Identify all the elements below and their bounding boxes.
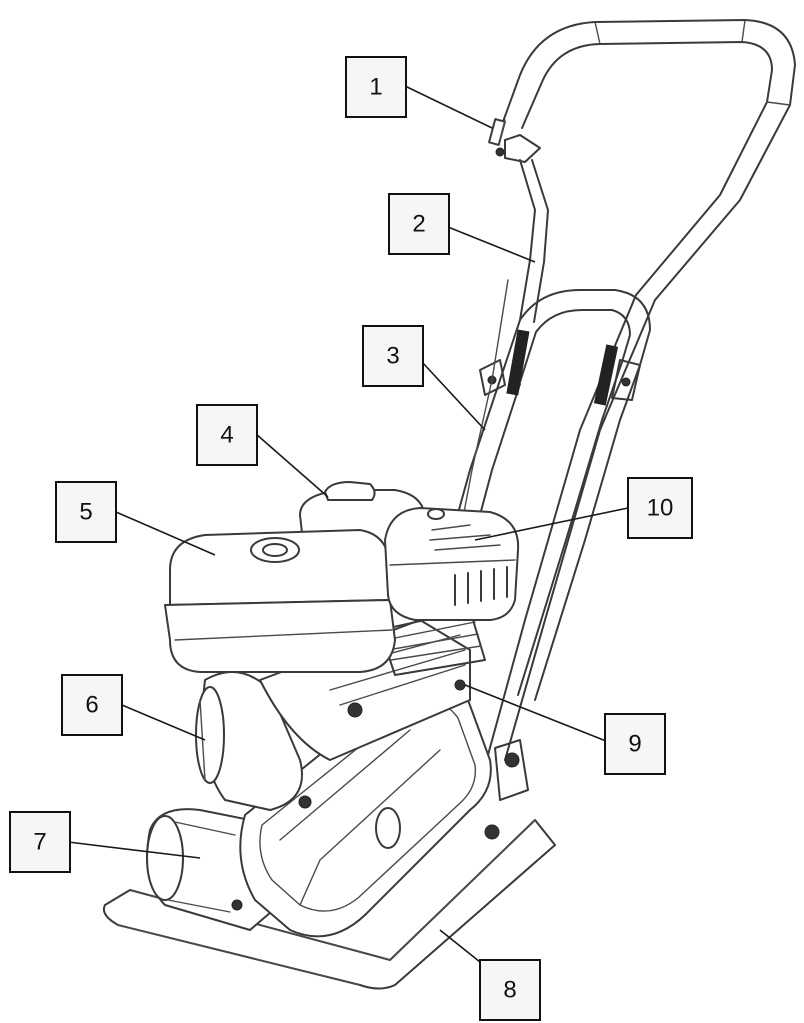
callout-4: 4	[196, 404, 258, 466]
leader-10	[474, 507, 629, 541]
callout-10: 10	[627, 477, 693, 539]
handle-frame	[444, 19, 796, 761]
callout-6-label: 6	[85, 692, 98, 719]
leader-7	[67, 841, 201, 859]
callout-9: 9	[604, 713, 666, 775]
callout-3-label: 3	[386, 343, 399, 370]
callout-7: 7	[9, 811, 71, 873]
callout-2: 2	[388, 193, 450, 255]
callout-2-label: 2	[412, 211, 425, 238]
leader-9	[464, 684, 607, 742]
callout-7-label: 7	[33, 829, 46, 856]
callout-1: 1	[345, 56, 407, 118]
callout-6: 6	[61, 674, 123, 736]
leader-3	[421, 361, 486, 431]
callout-8-label: 8	[503, 977, 516, 1004]
muffler	[384, 507, 520, 621]
callout-5-label: 5	[79, 499, 92, 526]
callout-1-label: 1	[369, 74, 382, 101]
air-filter	[164, 529, 396, 673]
callout-4-label: 4	[220, 422, 233, 449]
leader-6	[121, 704, 206, 741]
leader-2	[447, 226, 536, 263]
leader-5	[115, 511, 216, 556]
engine	[195, 609, 486, 811]
callout-9-label: 9	[628, 731, 641, 758]
leader-4	[255, 433, 329, 498]
throttle-lever	[488, 118, 549, 323]
callout-10-label: 10	[647, 495, 674, 522]
handle-clamp-right	[593, 344, 641, 406]
callout-8: 8	[479, 959, 541, 1021]
leader-1	[404, 85, 493, 129]
callout-3: 3	[362, 325, 424, 387]
handle-clamp-left	[479, 329, 530, 396]
callout-5: 5	[55, 481, 117, 543]
leader-lines	[67, 85, 629, 971]
